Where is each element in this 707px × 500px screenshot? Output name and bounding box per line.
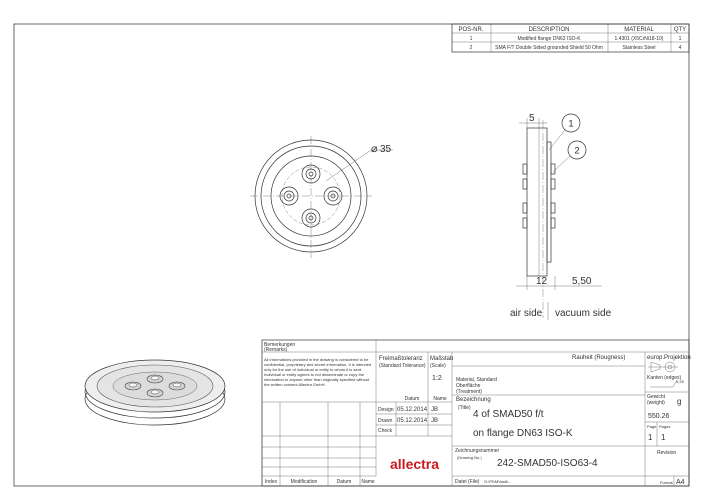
bom-row-2-description: SMA F/T Double Sided grounded Shield 50 … (495, 45, 603, 51)
revision-header-index: Index (265, 479, 278, 485)
pages-value: 1 (661, 433, 666, 442)
title-block: Bemerkungen (Remarks) All informations p… (261, 339, 691, 487)
bom-header-description: DESCRIPTION (528, 27, 569, 33)
bom-row-1-pos: 1 (470, 36, 473, 42)
page-value: 1 (648, 433, 653, 442)
bom-row-2-pos: 2 (470, 45, 473, 51)
drawn-label: Drawn (378, 418, 393, 424)
material-label: Material, Standard (456, 377, 497, 383)
scale-value: 1:2 (432, 375, 442, 382)
revision-header-modification: Modification (291, 479, 318, 485)
company-logo: allectra (390, 456, 439, 472)
format-value: A4 (676, 479, 685, 486)
air-side-label: air side (510, 308, 543, 319)
vacuum-side-label: vacuum side (555, 308, 612, 319)
surface-label: Oberfläche (456, 383, 481, 389)
svg-text:Individual or entity agrees to: Individual or entity agrees to not disse… (264, 372, 365, 377)
remarks-label-en: (Remarks) (264, 347, 288, 353)
diameter-symbol: ⌀ (371, 143, 378, 155)
bottom-left-dimension: 12 (536, 276, 548, 287)
treatment-label: (Treatment) (456, 389, 482, 395)
tolerance-label: Freimaßtoleranz (379, 356, 423, 362)
confidentiality-notice: All informations provided in the drawing… (264, 357, 371, 387)
name-header: Name (433, 396, 447, 402)
bom-row-1-material: 1.4301 (X5CrNi18-10) (615, 36, 664, 42)
revision-header-name: Name (361, 479, 375, 485)
file-path: G:\PDMVault\... (484, 479, 512, 484)
balloon-1 (561, 113, 581, 133)
bill-of-materials: POS-NR. DESCRIPTION MATERIAL QTY 1 Modif… (451, 23, 690, 53)
bom-header-qty: QTY (674, 27, 686, 33)
scale-label-en: (Scale) (430, 363, 446, 369)
projection-label: europ.Projektion (647, 355, 691, 361)
projection-symbol-icon (648, 361, 678, 373)
weight-label: Gewicht (647, 394, 666, 400)
format-label: Format (660, 480, 674, 485)
file-label: Datei (File) (455, 479, 480, 485)
designation-label: Bezeichnung (456, 397, 491, 403)
remarks-label: Bemerkungen (264, 342, 295, 348)
tolerance-label-en: (Standard Tolerance) (379, 363, 426, 369)
bom-row-2-material: Stainless Steel (622, 45, 655, 51)
check-label: Check (378, 428, 393, 434)
drawing-title-line1: 4 of SMAD50 f/t (473, 409, 544, 420)
scale-label: Maßstab (430, 356, 454, 362)
design-label: Design (378, 407, 394, 413)
revision-label: Revision (657, 450, 676, 456)
page-label: Page (647, 424, 657, 429)
title-label: (Title) (458, 405, 471, 411)
drawing-number-label-en: (Drawing No.) (457, 455, 482, 460)
bom-header-material: MATERIAL (624, 27, 654, 33)
svg-text:the written consent Allectra G: the written consent Allectra GmbH. (264, 382, 326, 387)
isometric-view (84, 359, 226, 426)
drawing-number-label: Zeichnungsnummer (455, 448, 500, 454)
design-date: 05.12.2014 (397, 407, 428, 413)
date-header: Datum (405, 396, 420, 402)
front-view: ⌀ 35 (250, 136, 393, 258)
top-dimension: 5 (529, 113, 535, 124)
design-name: JB (431, 407, 438, 413)
drawing-title-line2: on flange DN63 ISO-K (473, 428, 573, 439)
balloon-2 (567, 140, 587, 160)
roughness-label: Rauheit (Rougness) (572, 355, 625, 361)
drawing-number: 242-SMAD50-ISO63-4 (497, 458, 598, 469)
weight-label-en: (weight) (647, 400, 665, 406)
balloon-1-label: 1 (568, 119, 573, 130)
balloon-2-label: 2 (574, 146, 579, 157)
pages-label: Pages (659, 424, 670, 429)
weight-unit: g (677, 397, 681, 406)
edges-label: Kanten (edges) (647, 375, 682, 381)
svg-text:only for the use of individual: only for the use of individual or entity… (264, 367, 362, 372)
bom-row-1-qty: 1 (679, 36, 682, 42)
bom-header-pos: POS-NR. (458, 27, 483, 33)
side-view: 5 12 5,50 1 2 air side vacuum side (510, 113, 612, 320)
drawing-frame (13, 23, 690, 487)
diameter-dimension: 35 (380, 144, 392, 155)
edge-symbol-icon (650, 379, 678, 388)
bom-row-2-qty: 4 (679, 45, 682, 51)
drawn-name: JB (431, 418, 438, 424)
bom-row-1-description: Modified flange DN63 ISO-K (517, 36, 581, 42)
svg-text:All informations provided in t: All informations provided in the drawing… (264, 357, 369, 362)
drawn-date: 05.12.2014 (397, 418, 428, 424)
bottom-right-dimension: 5,50 (572, 276, 592, 287)
weight-value: 550.26 (648, 413, 670, 420)
svg-text:confidential, proprietary and: confidential, proprietary and secret inf… (264, 362, 371, 367)
edges-value: 0,25 (676, 379, 685, 384)
svg-text:information to anyone other th: information to anyone other than origina… (264, 377, 370, 382)
revision-header-date: Datum (337, 479, 352, 485)
